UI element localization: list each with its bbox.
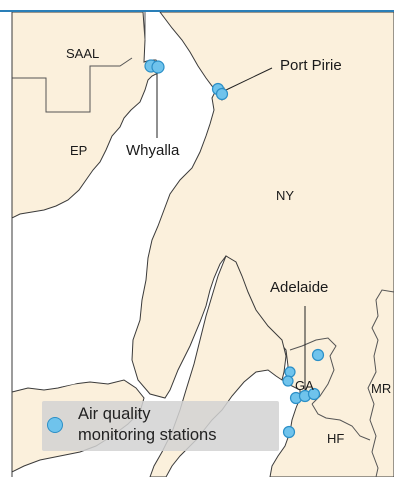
region-label-saal: SAAL <box>66 46 100 61</box>
station-marker[interactable] <box>284 366 296 378</box>
legend-line-1: Air quality <box>78 405 151 423</box>
boundary-ga <box>289 337 337 405</box>
boundary-hf <box>311 403 371 441</box>
leader-port-pirie <box>225 67 273 91</box>
region-label-hf: HF <box>327 431 345 446</box>
station-marker[interactable] <box>282 375 294 387</box>
station-marker[interactable] <box>215 87 229 101</box>
station-marker[interactable] <box>282 425 296 439</box>
spencer-gulf <box>12 80 166 388</box>
station-markers <box>144 59 325 439</box>
region-label-ga: GA <box>295 378 314 393</box>
legend-label: Air quality monitoring stations <box>78 404 217 446</box>
station-marker[interactable] <box>151 60 165 74</box>
map-legend: Air quality monitoring stations <box>42 401 279 451</box>
legend-line-2: monitoring stations <box>78 426 217 444</box>
boundary-mr <box>367 289 394 477</box>
circle-marker-icon <box>47 417 63 433</box>
city-label-whyalla: Whyalla <box>126 142 180 159</box>
boundary-saal-ep <box>12 57 133 113</box>
city-label-port-pirie: Port Pirie <box>280 57 342 74</box>
region-label-ny: NY <box>276 188 295 203</box>
station-marker[interactable] <box>311 348 325 362</box>
region-label-ep: EP <box>70 143 88 158</box>
region-label-mr: MR <box>371 381 392 396</box>
city-label-adelaide: Adelaide <box>270 279 329 296</box>
station-marker[interactable] <box>307 387 321 401</box>
